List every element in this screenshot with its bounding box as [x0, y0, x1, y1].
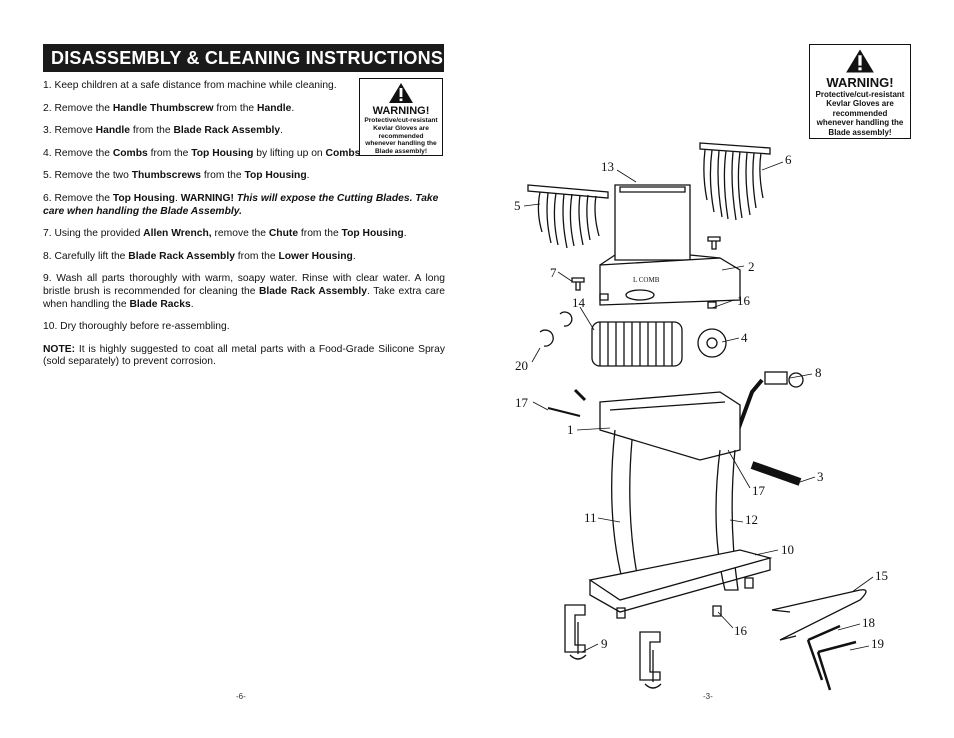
- callout-17: 17: [515, 395, 529, 410]
- comb-right: [699, 142, 771, 221]
- callout-13: 13: [601, 159, 614, 174]
- instruction-step: 7. Using the provided Allen Wrench, remo…: [43, 228, 407, 240]
- callout-10: 10: [781, 542, 794, 557]
- callout-19: 19: [871, 636, 884, 651]
- exploded-parts-diagram: L COMB: [514, 142, 888, 691]
- callout-15: 15: [875, 568, 888, 583]
- instruction-steps: 1. Keep children at a safe distance from…: [43, 80, 445, 379]
- callout-14: 14: [572, 295, 586, 310]
- warning-title: WARNING!: [826, 75, 894, 90]
- note: NOTE: It is highly suggested to coat all…: [43, 343, 445, 368]
- callout-6: 6: [785, 152, 792, 167]
- callout-4: 4: [741, 330, 748, 345]
- callout-16b: 16: [734, 623, 748, 638]
- callout-7: 7: [550, 265, 557, 280]
- callout-3: 3: [817, 469, 824, 484]
- page-number-left: -6-: [236, 692, 246, 701]
- lower-housing: [599, 391, 741, 461]
- page-number-right: -3-: [703, 692, 713, 701]
- crank-handle: [736, 371, 804, 486]
- callout-17b: 17: [752, 483, 766, 498]
- comb-label: L COMB: [633, 276, 660, 284]
- instruction-step: 2. Remove the Handle Thumbscrew from the…: [43, 102, 295, 114]
- warning-box-left: WARNING! Protective/cut-resistant Kevlar…: [359, 78, 443, 156]
- exclamation-triangle-icon: [846, 49, 874, 73]
- callout-11: 11: [584, 510, 597, 525]
- stand: [588, 429, 773, 613]
- callout-16: 16: [737, 293, 751, 308]
- page-title: DISASSEMBLY & CLEANING INSTRUCTIONS: [43, 44, 444, 72]
- callout-20: 20: [515, 358, 528, 373]
- instruction-step: 10. Dry thoroughly before re-assembling.: [43, 321, 230, 333]
- callout-18: 18: [862, 615, 875, 630]
- exclamation-triangle-icon: [389, 83, 413, 103]
- callouts: 13 6 5 2 7 16 14 4 20 8 17 1 3 17 11 12 …: [514, 152, 888, 651]
- instruction-step: 6. Remove the Top Housing. WARNING! This…: [43, 192, 439, 217]
- warning-text: Protective/cut-resistant Kevlar Gloves a…: [364, 117, 438, 156]
- callout-9: 9: [601, 636, 608, 651]
- warning-text: Protective/cut-resistant Kevlar Gloves a…: [815, 90, 905, 137]
- instruction-step: 1. Keep children at a safe distance from…: [43, 80, 337, 91]
- comb-left: [527, 184, 609, 249]
- instruction-step: 5. Remove the two Thumbscrews from the T…: [43, 170, 310, 182]
- callout-5: 5: [514, 198, 521, 213]
- table-clamps: [564, 604, 662, 689]
- callout-1: 1: [567, 422, 574, 437]
- warning-title: WARNING!: [372, 105, 430, 117]
- instruction-step: 8. Carefully lift the Blade Rack Assembl…: [43, 250, 356, 262]
- instruction-step: 9. Wash all parts thoroughly with warm, …: [43, 273, 445, 310]
- callout-8: 8: [815, 365, 822, 380]
- warning-box-right: WARNING! Protective/cut-resistant Kevlar…: [809, 44, 911, 139]
- callout-2: 2: [748, 259, 755, 274]
- top-housing: [599, 184, 741, 306]
- blade-rack-assembly: [591, 321, 727, 367]
- callout-12: 12: [745, 512, 758, 527]
- instruction-step: 3. Remove Handle from the Blade Rack Ass…: [43, 125, 284, 137]
- tongs: [771, 589, 867, 641]
